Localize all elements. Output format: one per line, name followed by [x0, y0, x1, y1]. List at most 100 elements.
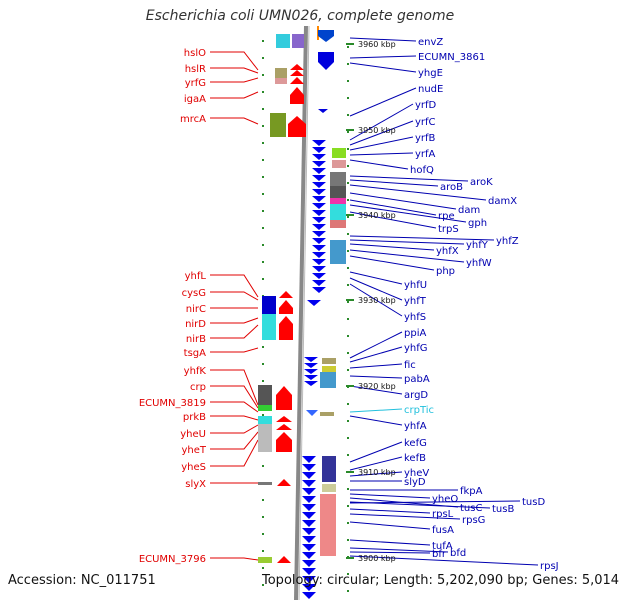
left-gene-labels: hslOhslRyrfGigaAmrcAyhfLcysGnirCnirDnirB… [139, 48, 207, 565]
gene-box [275, 78, 287, 84]
gene-label-right: yheO [432, 494, 458, 505]
forward-strand-genes [258, 34, 306, 563]
track-dot [347, 454, 349, 456]
gene-label-right: yhfW [466, 258, 492, 269]
gene-arrow [279, 316, 293, 340]
track-dot [262, 533, 264, 535]
gene-label-left: yheT [181, 445, 206, 456]
gene-label-right: nudE [418, 84, 443, 95]
track-dot [262, 380, 264, 382]
gene-box [330, 204, 346, 220]
gene-arrow [302, 544, 316, 551]
gene-box [262, 296, 276, 314]
leader-line [349, 346, 403, 363]
gene-label-right: tusD [522, 497, 545, 508]
gene-arrow [312, 266, 326, 272]
gene-label-right: bfd [450, 548, 466, 559]
gene-arrow [304, 357, 318, 362]
track-dot [262, 499, 264, 501]
leader-line [349, 184, 487, 201]
track-dot [347, 165, 349, 167]
leader-line [349, 37, 417, 42]
gene-arrow [312, 224, 326, 230]
leader-line [349, 152, 414, 156]
gene-arrow-stack [302, 456, 316, 599]
gene-arrow [318, 52, 334, 70]
track-dot [262, 465, 264, 467]
leader-line [349, 87, 417, 117]
leader-line [210, 291, 259, 301]
track-dot [347, 148, 349, 150]
gene-box [258, 424, 272, 452]
gene-label-right: damX [488, 196, 517, 207]
leader-line [210, 317, 259, 324]
gene-label-right: php [436, 266, 455, 277]
track-dot [262, 74, 264, 76]
gene-box [330, 186, 346, 198]
leader-line [349, 175, 469, 182]
gene-label-right: dam [458, 205, 480, 216]
gene-arrow [290, 77, 304, 84]
leader-line [349, 255, 435, 271]
gene-box [322, 358, 336, 364]
left-leader-lines [210, 51, 259, 561]
track-dot [262, 414, 264, 416]
track-dot [262, 176, 264, 178]
gene-box [258, 385, 272, 405]
gene-box [258, 416, 272, 424]
track-dot [262, 40, 264, 42]
gene-label-right: bfr [432, 549, 447, 560]
gene-label-left: igaA [184, 94, 206, 105]
gene-arrow [312, 231, 326, 237]
accession-label: Accession: NC_011751 [8, 573, 156, 588]
gene-label-right: pabA [404, 374, 430, 385]
track-dot [347, 590, 349, 592]
gene-label-right: aroB [440, 182, 463, 193]
gene-label-right: gph [468, 218, 487, 229]
gene-label-left: hslR [185, 64, 206, 75]
leader-line [349, 277, 403, 301]
genome-summary: Topology: circular; Length: 5,202,090 bp… [262, 573, 619, 588]
gene-arrow [302, 472, 316, 479]
gene-arrow [277, 556, 291, 563]
gene-arrow [302, 464, 316, 471]
gene-box [322, 484, 336, 492]
gene-label-left: tsgA [184, 348, 206, 359]
track-dot [347, 522, 349, 524]
gene-box [332, 148, 346, 158]
track-dot [262, 159, 264, 161]
track-dot [347, 437, 349, 439]
gene-arrow [312, 273, 326, 279]
gene-label-left: yrfG [185, 78, 206, 89]
leader-line [349, 385, 403, 395]
leader-line [349, 500, 521, 504]
gene-box [262, 314, 276, 340]
gene-label-right: crpTic [404, 405, 434, 416]
gene-box [320, 412, 334, 416]
track-dot [262, 227, 264, 229]
gene-label-right: fkpA [460, 486, 483, 497]
leader-line [349, 204, 467, 223]
gene-arrow [279, 300, 293, 314]
gene-arrow [302, 480, 316, 487]
track-dot [347, 63, 349, 65]
leader-line [349, 547, 449, 553]
gene-arrow [302, 592, 316, 599]
gene-arrow [290, 70, 304, 76]
kbp-tick-label: 3900 kbp [358, 554, 396, 563]
gene-arrow [302, 536, 316, 543]
track-dot [347, 573, 349, 575]
gene-label-right: yhfU [404, 280, 427, 291]
leader-line [349, 62, 417, 73]
right-track-dots [347, 46, 349, 592]
leader-line [210, 67, 259, 74]
track-dot [347, 369, 349, 371]
gene-arrow [312, 280, 326, 286]
leader-line [210, 424, 259, 434]
gene-label-right: tusB [492, 504, 514, 515]
leader-line [349, 249, 465, 263]
gene-box [258, 482, 272, 485]
gene-label-right: envZ [418, 37, 443, 48]
gene-box [330, 198, 346, 204]
